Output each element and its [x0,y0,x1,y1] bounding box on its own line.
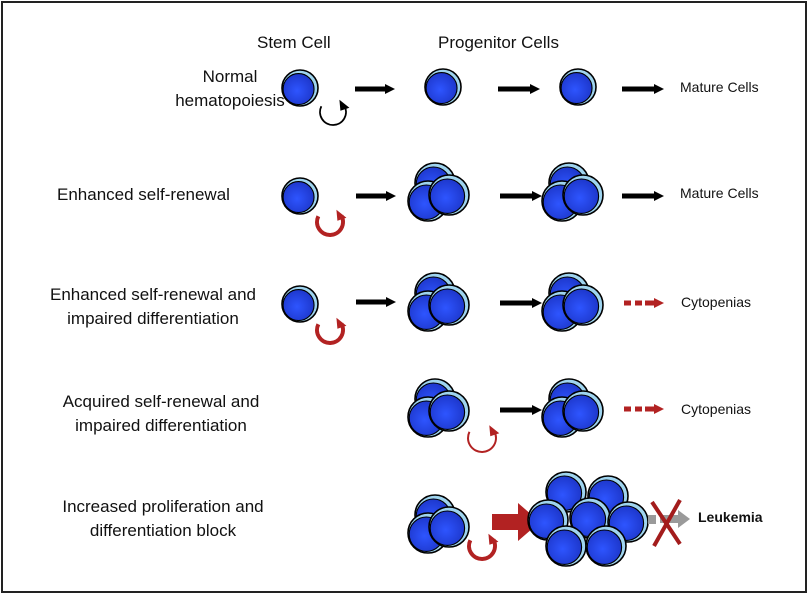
block-x-stroke2 [652,499,682,547]
arrow-row2-b [500,191,542,201]
row-label-acquired-line2: impaired differentiation [75,416,247,435]
outcome-row1: Mature Cells [680,79,759,95]
blocked-arrow-dash [648,515,656,524]
row-label-proliferation-line1: Increased proliferation and [62,497,264,516]
self-renewal-loop-row1-head [339,99,350,111]
arrow-row1-a [355,84,395,94]
progenitor-cluster-row5-cell-right [429,510,466,546]
arrow-row3-c-dash1 [624,300,631,306]
outcome-row3: Cytopenias [681,294,752,310]
self-renewal-loop-row4 [467,430,497,453]
self-renewal-loop-row5-head [488,533,499,545]
progenitor-cell-row1-b [560,72,593,105]
progenitor-cells-header: Progenitor Cells [438,33,559,52]
arrow-row3-c-dash2 [635,300,642,306]
arrow-row3-c [645,298,664,308]
row-label-normal-line1: Normal [202,67,258,86]
row-label-enhanced-text: Enhanced self-renewal [57,185,230,204]
blocked-arrow [660,510,690,528]
arrow-row2-c [622,191,664,201]
arrow-row4-b [645,404,664,414]
row-label-enhanced-impaired: Enhanced self-renewal and impaired diffe… [22,283,284,331]
arrow-row3-b [500,298,542,308]
self-renewal-loop-row3 [315,322,345,345]
row-label-enhanced: Enhanced self-renewal [57,183,230,207]
self-renewal-loop-row3-head [336,317,347,329]
stem-cell-row3 [282,289,315,322]
row-label-acquired-line1: Acquired self-renewal and [62,392,260,411]
arrow-row4-b-dash1 [624,406,631,412]
arrow-row4-a [500,405,542,415]
progenitor-cell-row1-a [425,72,458,105]
self-renewal-loop-row2-head [336,209,347,221]
self-renewal-loop-row4-head [489,425,500,437]
row-label-proliferation-line2: differentiation block [89,521,237,540]
arrow-row1-b [498,84,540,94]
progenitor-cluster-row3-a-cell-right [429,288,466,324]
progenitor-cluster-row2-a-cell-right [429,178,466,214]
outcome-row5: Leukemia [698,509,763,525]
progenitor-cluster-row2-b-cell-right [563,178,600,214]
self-renewal-loop-row1 [319,105,347,126]
self-renewal-loop-row5 [467,538,497,561]
row-label-acquired: Acquired self-renewal and impaired diffe… [30,390,292,438]
leukemic-cell-7 [586,529,623,565]
arrow-row3-a [356,297,396,307]
progenitor-cluster-row4-b-cell-right [563,394,600,430]
row-label-enhanced-impaired-line1: Enhanced self-renewal and [49,285,257,304]
progenitor-cluster-row3-b-cell-right [563,288,600,324]
stem-cell-header: Stem Cell [257,33,331,52]
large-proliferation-arrow [492,503,540,541]
stem-cell-row1 [282,73,315,106]
row-label-normal-line2: hematopoiesis [175,91,285,110]
outcome-row2: Mature Cells [680,185,759,201]
row-label-normal: Normal hematopoiesis [170,65,290,113]
self-renewal-loop-row2 [315,214,345,237]
row-label-enhanced-impaired-line2: impaired differentiation [67,309,239,328]
arrow-row2-a [356,191,396,201]
leukemic-cell-6 [546,529,583,565]
stem-cell-row2 [282,181,315,214]
arrow-row1-c [622,84,664,94]
progenitor-cluster-row4-a-cell-right [429,394,466,430]
outcome-row4: Cytopenias [681,401,752,417]
row-label-proliferation: Increased proliferation and differentiat… [32,495,294,543]
arrow-row4-b-dash2 [635,406,642,412]
